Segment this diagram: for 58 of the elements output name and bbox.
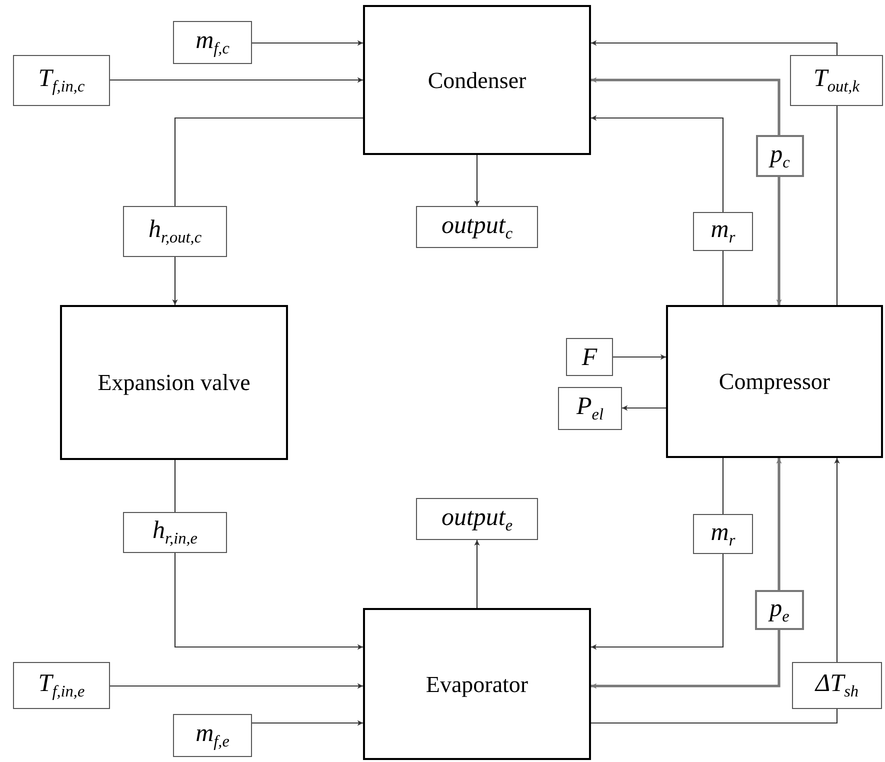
arrow bbox=[591, 115, 724, 212]
variable-box bbox=[13, 55, 110, 106]
variable-box bbox=[13, 662, 110, 709]
variable-symbol: T$_{f,in,c}$ bbox=[38, 66, 85, 95]
variable-symbol: m$_{f,c}$ bbox=[196, 28, 230, 57]
component-block bbox=[363, 5, 591, 155]
arrow bbox=[613, 354, 666, 360]
arrow bbox=[776, 458, 782, 590]
arrow bbox=[474, 155, 480, 206]
variable-box bbox=[756, 135, 804, 177]
variable-box bbox=[416, 206, 538, 248]
arrow bbox=[591, 554, 724, 650]
component-name: Expansion valve bbox=[98, 371, 250, 394]
arrow bbox=[474, 540, 480, 608]
variable-symbol: m$_{r}$ bbox=[710, 520, 736, 548]
variable-box bbox=[173, 21, 252, 64]
variable-symbol: h$_{r,out,c}$ bbox=[148, 217, 202, 246]
variable-box bbox=[173, 714, 252, 757]
variable-box bbox=[123, 206, 227, 257]
variable-box bbox=[123, 512, 227, 553]
arrow bbox=[591, 630, 780, 689]
component-name: Evaporator bbox=[426, 672, 528, 696]
component-block bbox=[60, 305, 288, 460]
variable-box bbox=[693, 212, 753, 251]
arrow bbox=[172, 257, 178, 305]
arrow bbox=[776, 177, 782, 305]
variable-box bbox=[558, 387, 622, 430]
variable-symbol: m$_{r}$ bbox=[710, 217, 736, 246]
arrow bbox=[591, 77, 780, 135]
variable-box bbox=[416, 498, 538, 540]
component-name: Compressor bbox=[718, 370, 830, 393]
variable-symbol: F bbox=[582, 344, 598, 370]
variable-box bbox=[693, 514, 753, 554]
component-name: Condenser bbox=[428, 68, 526, 92]
arrow bbox=[110, 77, 363, 83]
variable-symbol: output$_{c}$ bbox=[441, 212, 513, 242]
component-block bbox=[363, 608, 591, 760]
variable-symbol: m$_{f,e}$ bbox=[196, 721, 230, 750]
arrow bbox=[110, 683, 363, 689]
variable-symbol: P$_{el}$ bbox=[576, 394, 604, 423]
variable-symbol: T$_{f,in,e}$ bbox=[38, 671, 85, 700]
arrow bbox=[591, 40, 838, 55]
variable-box bbox=[566, 338, 613, 376]
variable-symbol: p$_{e}$ bbox=[770, 596, 790, 624]
variable-box bbox=[792, 662, 882, 709]
arrow bbox=[834, 458, 840, 662]
variable-symbol: p$_{c}$ bbox=[770, 142, 790, 170]
variable-symbol: ΔT$_{sh}$ bbox=[815, 671, 859, 700]
variable-box bbox=[790, 55, 883, 106]
variable-symbol: h$_{r,in,e}$ bbox=[152, 518, 198, 547]
arrow bbox=[252, 40, 363, 46]
arrow bbox=[252, 720, 363, 726]
variable-symbol: T$_{out,k}$ bbox=[814, 66, 860, 95]
variable-symbol: output$_{e}$ bbox=[441, 504, 513, 534]
component-block bbox=[666, 305, 883, 458]
arrow bbox=[174, 553, 363, 650]
variable-box bbox=[755, 590, 804, 630]
arrow bbox=[622, 405, 666, 411]
